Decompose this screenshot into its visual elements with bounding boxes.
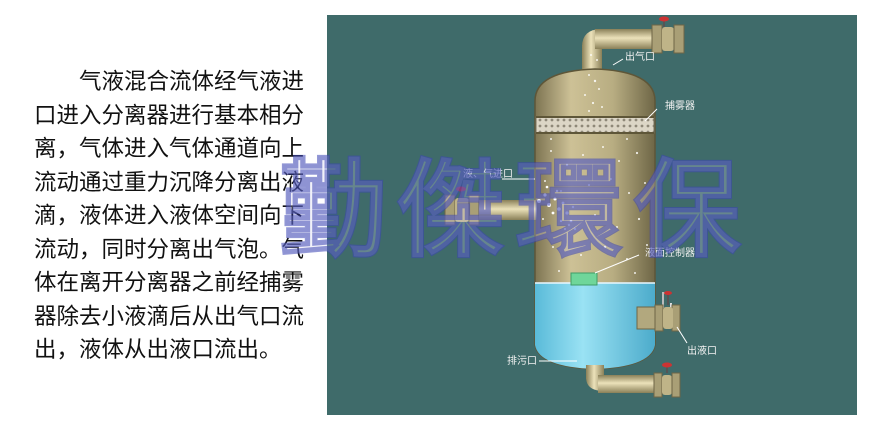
leader-lines: [502, 58, 688, 362]
label-demister: 捕雾器: [665, 99, 695, 112]
label-inlet: 液、气进口: [463, 167, 513, 180]
label-drain: 排污口: [507, 354, 537, 367]
demister-pad: [535, 116, 655, 134]
droplets: [542, 54, 648, 276]
separator-diagram: 出气口 捕雾器 液、气进口 液面控制器 排污口 出液口: [327, 15, 857, 415]
description-text: 气液混合流体经气液进口进入分离器进行基本相分离，气体进入气体通道向上流动通过重力…: [34, 69, 305, 363]
liquid-zone: [535, 283, 655, 369]
inlet-spray: [537, 185, 577, 231]
label-liquid-outlet: 出液口: [687, 344, 717, 357]
drain-pipe: [586, 362, 681, 398]
gas-outlet-pipe: [582, 16, 685, 73]
label-level-controller: 液面控制器: [645, 246, 695, 259]
inlet-pipe: [444, 186, 537, 226]
label-gas-outlet: 出气口: [625, 50, 655, 63]
valve-handle-icon: [456, 186, 466, 192]
valve-handle-icon: [664, 291, 672, 295]
valve-handle-icon: [662, 362, 672, 368]
liquid-outlet-pipe: [636, 291, 681, 332]
valve-handle-icon: [659, 16, 669, 22]
